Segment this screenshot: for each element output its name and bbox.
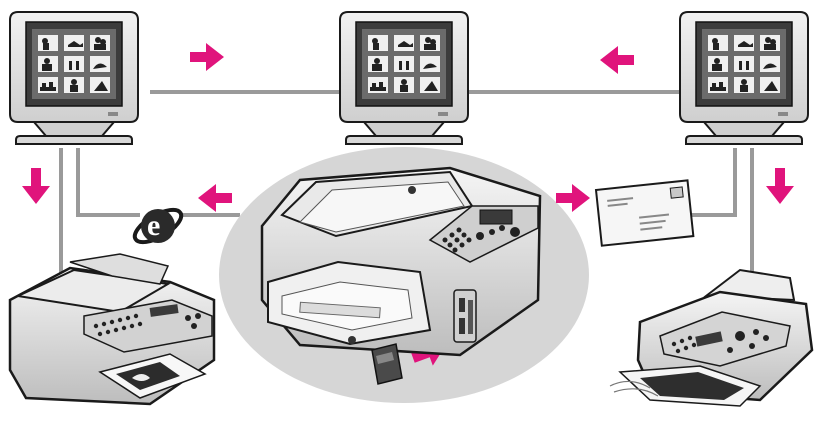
monitor-right [680, 12, 808, 144]
arrow-right-top [190, 43, 224, 71]
connection-lines [59, 90, 754, 300]
web-browser-icon: e [132, 207, 184, 245]
photo-printer [260, 166, 542, 385]
web-browser-label: e [147, 209, 160, 242]
arrow-down-left [22, 168, 50, 204]
arrow-down-right [766, 168, 794, 204]
fax-printer-right [609, 268, 814, 407]
monitor-left [10, 12, 138, 144]
monitor-center [340, 12, 468, 144]
arrow-left-top [600, 46, 634, 74]
multifunction-printer-left [8, 253, 216, 406]
email-envelope-icon [594, 179, 695, 247]
arrow-left-to-browser [198, 184, 232, 212]
